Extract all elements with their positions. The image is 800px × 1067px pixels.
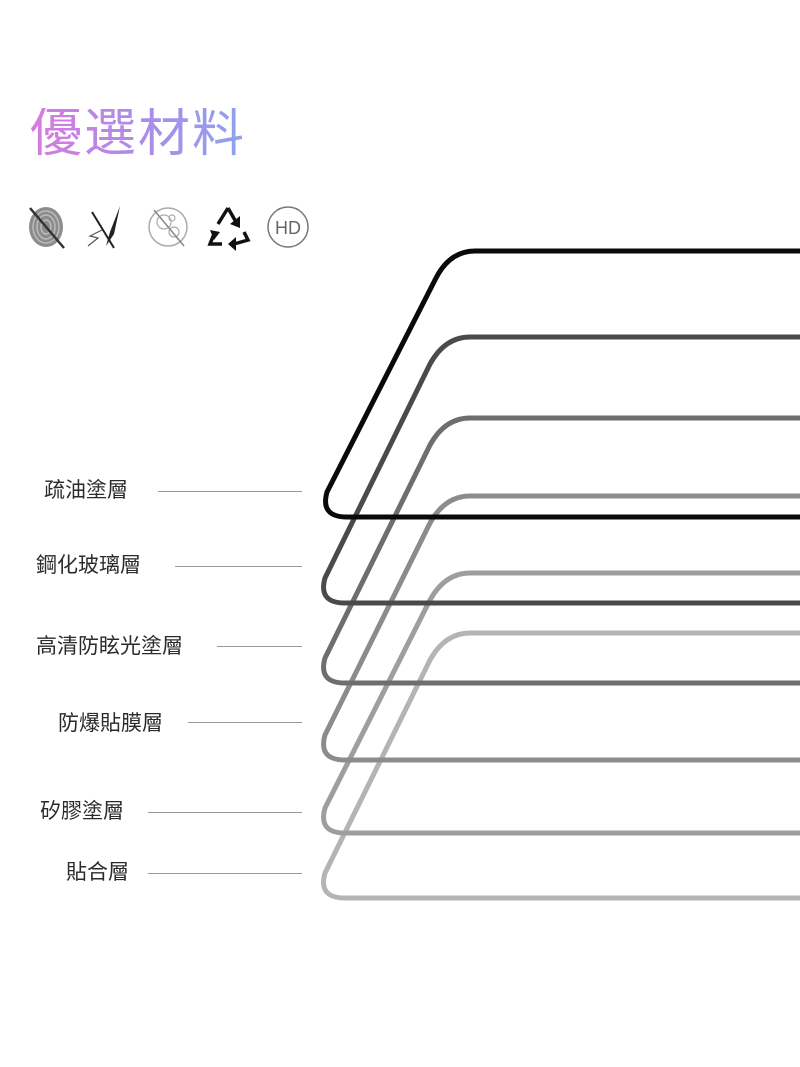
hd-icon: HD bbox=[264, 202, 312, 252]
leader-line bbox=[158, 491, 302, 492]
leader-line bbox=[175, 566, 302, 567]
layer-label-adhesive: 貼合層 bbox=[66, 860, 129, 884]
layer-label-silicone: 矽膠塗層 bbox=[40, 799, 124, 823]
layer-label-oleophobic: 疏油塗層 bbox=[44, 478, 128, 502]
scratch-icon bbox=[80, 202, 128, 252]
layer-shape-3 bbox=[321, 415, 800, 686]
leader-line bbox=[217, 646, 302, 647]
leader-line bbox=[148, 873, 302, 874]
layer-label-anti-glare: 高清防眩光塗層 bbox=[36, 634, 183, 658]
layer-label-anti-shatter: 防爆貼膜層 bbox=[58, 711, 163, 735]
layer-shape-2 bbox=[321, 334, 800, 606]
layer-shape-5 bbox=[321, 570, 800, 836]
page-title: 優選材料 bbox=[30, 104, 247, 164]
leader-line bbox=[148, 812, 302, 813]
fingerprint-icon bbox=[24, 202, 72, 252]
layer-shape-4 bbox=[321, 493, 800, 763]
feature-icons: HD bbox=[24, 202, 324, 252]
layer-shape-1 bbox=[323, 248, 800, 520]
svg-text:HD: HD bbox=[275, 218, 301, 238]
recycle-icon bbox=[204, 202, 252, 252]
layer-label-tempered-glass: 鋼化玻璃層 bbox=[36, 553, 141, 577]
no-bubble-icon bbox=[144, 202, 192, 252]
layer-shape-6 bbox=[321, 630, 800, 901]
leader-line bbox=[188, 722, 302, 723]
